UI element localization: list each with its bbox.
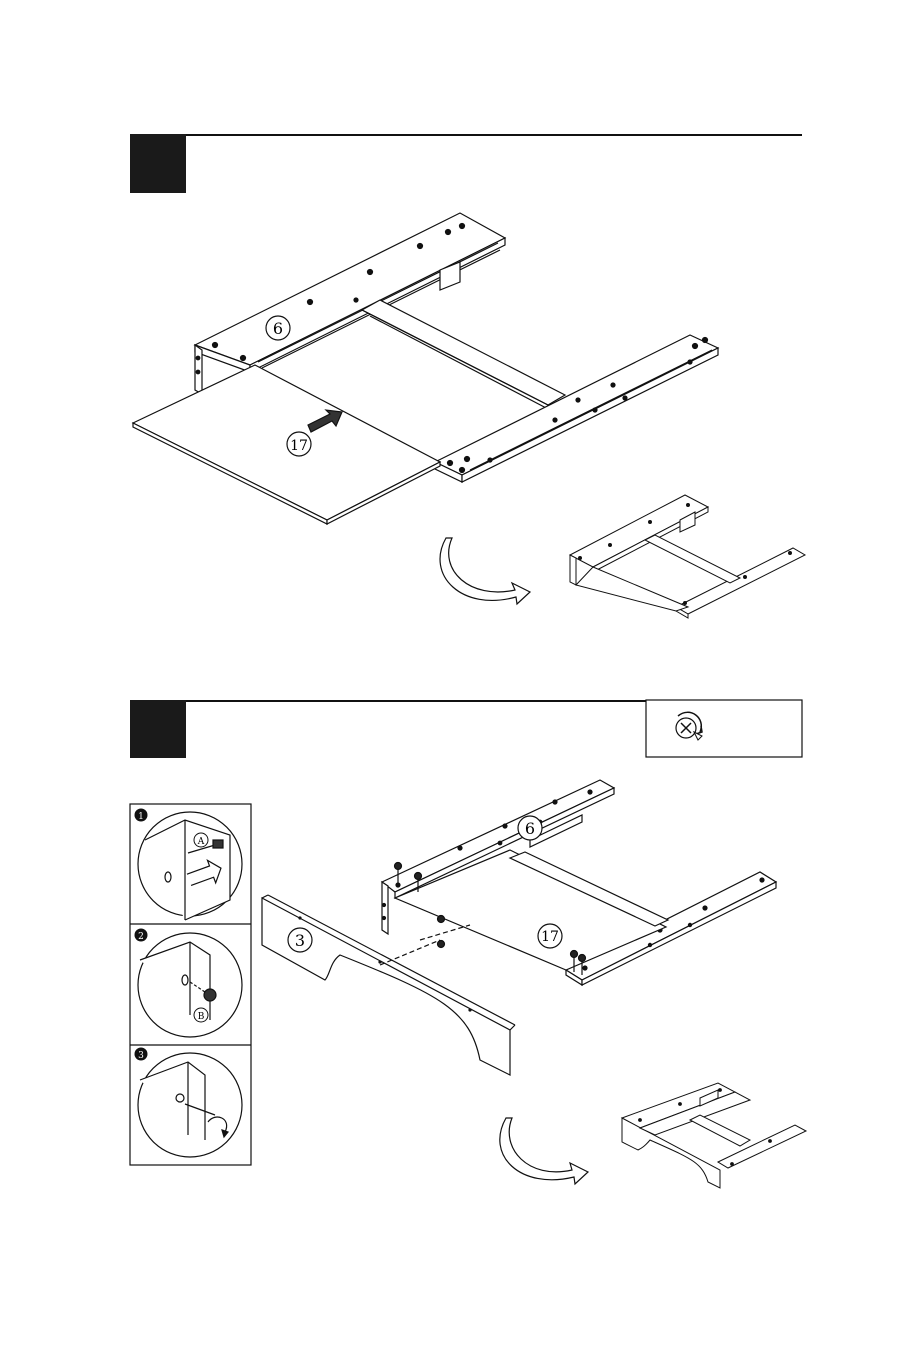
step1-label-17: 17 (287, 432, 311, 456)
step1-crossbar (362, 300, 565, 410)
step1-rail-6 (195, 213, 505, 394)
step2-label-17: 17 (538, 924, 562, 948)
step1-illustration (133, 213, 718, 524)
step2-label-3-text: 3 (295, 931, 305, 950)
step2-flip-arrow (500, 1118, 588, 1184)
step1-label-17-text: 17 (290, 438, 308, 454)
step2-label-3: 3 (288, 928, 312, 952)
detail-callout-A: A (194, 833, 208, 847)
step2-label-6-text: 6 (525, 819, 535, 838)
detail-callout-A-text: A (197, 837, 205, 847)
detail-inset-3 (138, 1053, 242, 1157)
step1-flip-arrow (440, 538, 530, 604)
step2-label-17-text: 17 (541, 929, 559, 945)
step2-tool-box (646, 700, 802, 757)
detail-number-2-text: 2 (138, 932, 144, 942)
detail-callout-B-text: B (198, 1012, 205, 1022)
step1-label-6-text: 6 (273, 319, 283, 338)
step1-result-thumbnail (570, 495, 805, 618)
detail-number-1-text: 1 (138, 812, 144, 822)
step2-detail-panel (130, 804, 251, 1165)
step1-label-6: 6 (266, 316, 290, 340)
step2-result-thumbnail (622, 1083, 806, 1188)
detail-inset-2 (138, 933, 242, 1037)
detail-number-3-text: 3 (138, 1051, 144, 1061)
detail-callout-B: B (194, 1008, 208, 1022)
step2-label-6: 6 (518, 816, 542, 840)
